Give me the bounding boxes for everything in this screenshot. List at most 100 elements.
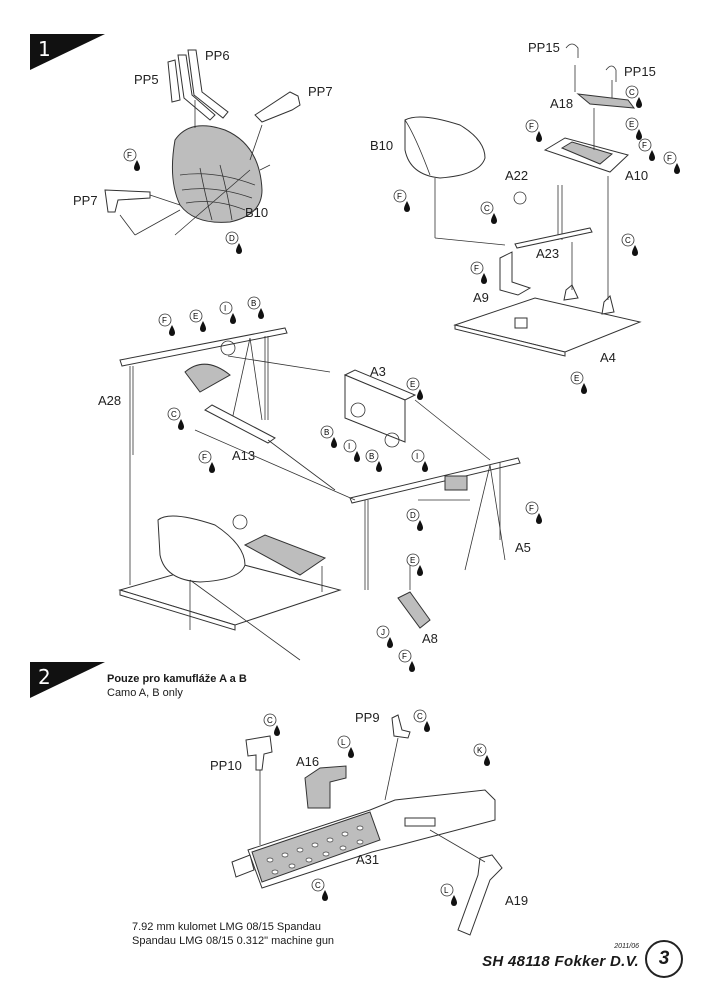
- camo-note: Pouze pro kamufláže A a B Camo A, B only: [107, 672, 247, 700]
- page-number: 3: [645, 940, 683, 978]
- label-a19: A19: [505, 893, 528, 908]
- svg-text:C: C: [315, 881, 321, 890]
- svg-text:I: I: [416, 452, 418, 461]
- label-a10: A10: [625, 168, 648, 183]
- part-pp10: [245, 735, 273, 845]
- label-a31: A31: [356, 852, 379, 867]
- paint-callouts-step2: C C L K C L: [263, 709, 490, 906]
- svg-text:C: C: [629, 88, 635, 97]
- label-a23: A23: [536, 246, 559, 261]
- part-pp9: [384, 714, 411, 801]
- part-a18: [574, 65, 636, 109]
- svg-text:K: K: [477, 746, 483, 755]
- label-pp7-left: PP7: [73, 193, 98, 208]
- svg-text:F: F: [642, 141, 647, 150]
- gun-a31: [231, 789, 496, 889]
- part-a16: [304, 765, 347, 809]
- step-1-number: 1: [38, 37, 51, 61]
- page-footer: 2011/06 SH 48118 Fokker D.V. 3: [427, 940, 687, 980]
- part-a9: [499, 251, 532, 296]
- svg-text:E: E: [410, 380, 415, 389]
- part-a22: [513, 191, 527, 205]
- label-a16: A16: [296, 754, 319, 769]
- seat-b10-right: [404, 116, 486, 179]
- svg-text:F: F: [667, 154, 672, 163]
- svg-text:E: E: [574, 374, 579, 383]
- step-1-tab: [30, 34, 105, 70]
- label-pp15-a: PP15: [528, 40, 560, 55]
- seat-b10-left: [171, 125, 263, 223]
- label-a9: A9: [473, 290, 489, 305]
- svg-text:L: L: [444, 886, 449, 895]
- gun-caption-cz: 7.92 mm kulomet LMG 08/15 Spandau: [132, 921, 321, 933]
- gun-caption: 7.92 mm kulomet LMG 08/15 Spandau Spanda…: [132, 920, 334, 948]
- label-a28: A28: [98, 393, 121, 408]
- part-a19: [457, 854, 503, 936]
- svg-text:C: C: [484, 204, 490, 213]
- step-2-number: 2: [38, 665, 51, 689]
- svg-text:B: B: [251, 299, 256, 308]
- frame-a5: [349, 457, 521, 590]
- label-a13: A13: [232, 448, 255, 463]
- part-a3: [343, 369, 417, 448]
- label-pp9: PP9: [355, 710, 380, 725]
- part-pp15-b: [605, 65, 617, 82]
- svg-text:B: B: [369, 452, 374, 461]
- label-a18: A18: [550, 96, 573, 111]
- part-a13: [204, 404, 276, 444]
- label-a4: A4: [600, 350, 616, 365]
- label-b10-right: B10: [370, 138, 393, 153]
- label-pp7-right: PP7: [308, 84, 333, 99]
- svg-text:F: F: [474, 264, 479, 273]
- gun-caption-en: Spandau LMG 08/15 0.312" machine gun: [132, 935, 335, 947]
- svg-text:F: F: [397, 192, 402, 201]
- frame-a28: [119, 327, 288, 455]
- svg-text:F: F: [529, 122, 534, 131]
- svg-text:D: D: [229, 234, 235, 243]
- camo-note-en: Camo A, B only: [107, 687, 183, 699]
- svg-text:F: F: [202, 453, 207, 462]
- svg-text:B: B: [324, 428, 329, 437]
- part-a23-rod: [557, 185, 563, 240]
- footer-date: 2011/06: [614, 943, 639, 950]
- label-a3: A3: [370, 364, 386, 379]
- svg-text:F: F: [402, 652, 407, 661]
- svg-text:C: C: [417, 712, 423, 721]
- label-pp5: PP5: [134, 72, 159, 87]
- svg-text:F: F: [529, 504, 534, 513]
- seat-harness-pp5-pp6: [167, 49, 229, 128]
- footer-title: SH 48118 Fokker D.V.: [482, 953, 639, 970]
- part-pp15-a: [565, 43, 579, 58]
- svg-text:F: F: [127, 151, 132, 160]
- svg-text:L: L: [341, 738, 346, 747]
- camo-note-cz: Pouze pro kamufláže A a B: [107, 673, 247, 685]
- seat-harness-pp7-left: [104, 189, 181, 213]
- svg-text:E: E: [410, 556, 415, 565]
- svg-text:J: J: [381, 628, 385, 637]
- label-pp10: PP10: [210, 758, 242, 773]
- svg-text:C: C: [171, 410, 177, 419]
- base-a4: [453, 176, 642, 357]
- label-b10-left: B10: [245, 205, 268, 220]
- svg-text:F: F: [162, 316, 167, 325]
- step-2-tab: [30, 662, 105, 698]
- part-a10: [543, 108, 629, 173]
- label-pp6: PP6: [205, 48, 230, 63]
- label-a22: A22: [505, 168, 528, 183]
- svg-text:C: C: [267, 716, 273, 725]
- label-a8: A8: [422, 631, 438, 646]
- label-a5: A5: [515, 540, 531, 555]
- svg-text:D: D: [410, 511, 416, 520]
- part-a8: [397, 560, 431, 629]
- svg-text:E: E: [193, 312, 198, 321]
- part-a23: [514, 227, 593, 249]
- svg-text:E: E: [629, 120, 634, 129]
- paint-callouts: F D F C F E F F C C F E F E I B C F E B …: [123, 85, 680, 672]
- svg-text:I: I: [224, 304, 226, 313]
- label-pp15-b: PP15: [624, 64, 656, 79]
- seat-harness-pp7-right: [249, 91, 301, 161]
- svg-text:I: I: [348, 442, 350, 451]
- assembled-cockpit: [118, 514, 342, 631]
